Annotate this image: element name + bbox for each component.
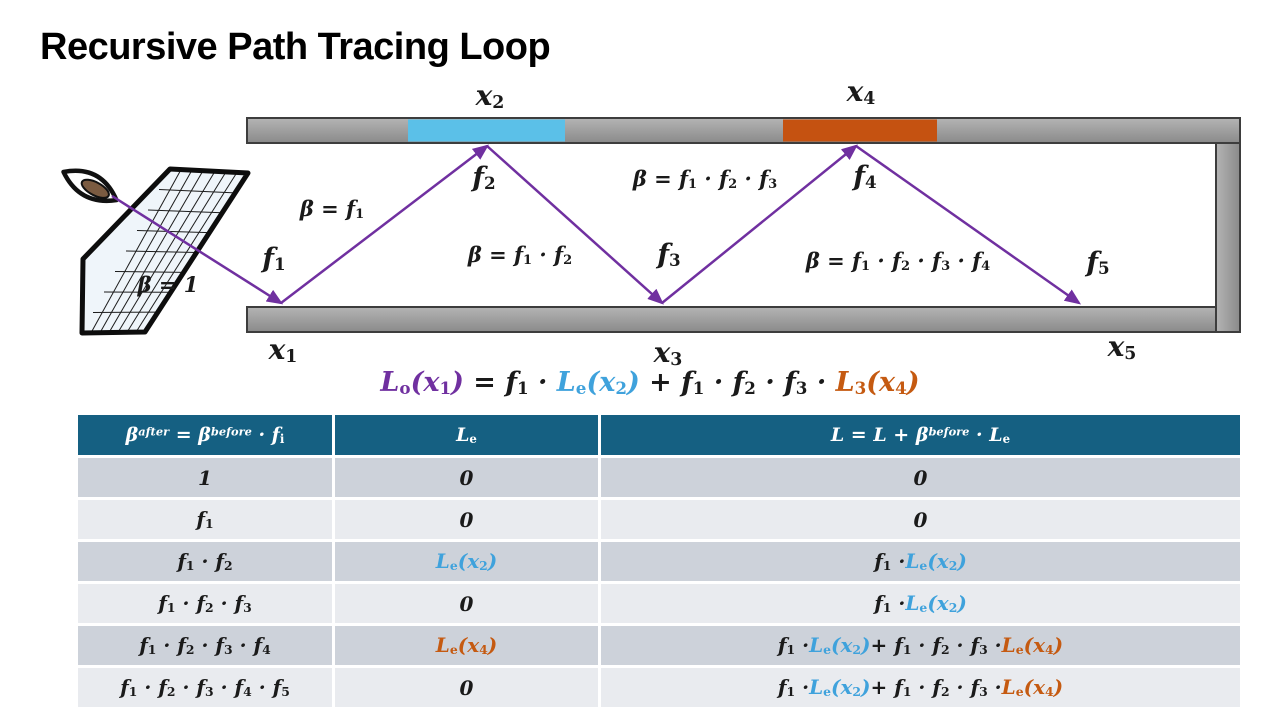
label-beta-f1f2f3f4: β = f1 · f2 · f3 · f4 [805,248,991,275]
label-beta-f1: β = f1 [299,196,365,223]
table-header-beta-update: βafter = βbefore · fi [78,415,332,455]
table-row2-l: 0 [601,500,1240,539]
table-row5-le: Le(x4) [335,626,598,665]
table-row1-l: 0 [601,458,1240,497]
label-beta-1: β = 1 [137,272,199,297]
table-row2-le: 0 [335,500,598,539]
label-f4: f4 [853,161,877,192]
table-row3-beta: f1 · f2 [78,542,332,581]
beta-radiance-table: βafter = βbefore · fi Le L = L + βbefore… [78,415,1240,707]
label-x1: x1 [268,333,298,367]
page-title: Recursive Path Tracing Loop [40,26,551,68]
ceiling-surface [247,118,1240,143]
label-f1: f1 [262,243,286,274]
label-f2: f2 [472,162,496,193]
ray-eye-to-x1 [111,194,284,305]
eye-icon [61,168,119,204]
ray-x4-to-x5 [855,144,1082,305]
table-row5-beta: f1 · f2 · f3 · f4 [78,626,332,665]
ray-x1-to-x2 [280,144,489,304]
table-row6-beta: f1 · f2 · f3 · f4 · f5 [78,668,332,707]
right-wall-surface [1215,117,1241,333]
label-beta-f1f2: β = f1 · f2 [467,242,573,269]
table-row5-l: f1 · Le(x2) + f1 · f2 · f3 · Le(x4) [601,626,1240,665]
light-path [111,144,1082,305]
table-row3-le: Le(x2) [335,542,598,581]
table-row3-l: f1 · Le(x2) [601,542,1240,581]
label-beta-f1f2f3: β = f1 · f2 · f3 [632,166,778,193]
label-x2: x2 [475,79,505,113]
table-row1-beta: 1 [78,458,332,497]
label-f3: f3 [657,239,681,270]
table-row4-le: 0 [335,584,598,623]
table-row4-l: f1 · Le(x2) [601,584,1240,623]
label-x5: x5 [1107,330,1137,364]
table-header-l-accumulate: L = L + βbefore · Le [601,415,1240,455]
emitter-x4-orange [783,119,937,142]
emitter-x2-blue [408,119,565,142]
table-header-le: Le [335,415,598,455]
label-x3: x3 [653,336,683,370]
label-f5: f5 [1086,247,1110,278]
ray-x3-to-x4 [661,144,858,304]
table-row6-l: f1 · Le(x2) + f1 · f2 · f3 · Le(x4) [601,668,1240,707]
table-row6-le: 0 [335,668,598,707]
table-row1-le: 0 [335,458,598,497]
ray-x2-to-x3 [486,145,664,305]
label-x4: x4 [846,75,876,109]
rendering-equation: Lo(x1) = f1 · Le(x2) + f1 · f2 · f3 · L3… [380,367,920,398]
image-plane [79,166,251,336]
table-row2-beta: f1 [78,500,332,539]
floor-surface [246,306,1217,333]
ceiling-border [246,117,1241,144]
table-row4-beta: f1 · f2 · f3 [78,584,332,623]
